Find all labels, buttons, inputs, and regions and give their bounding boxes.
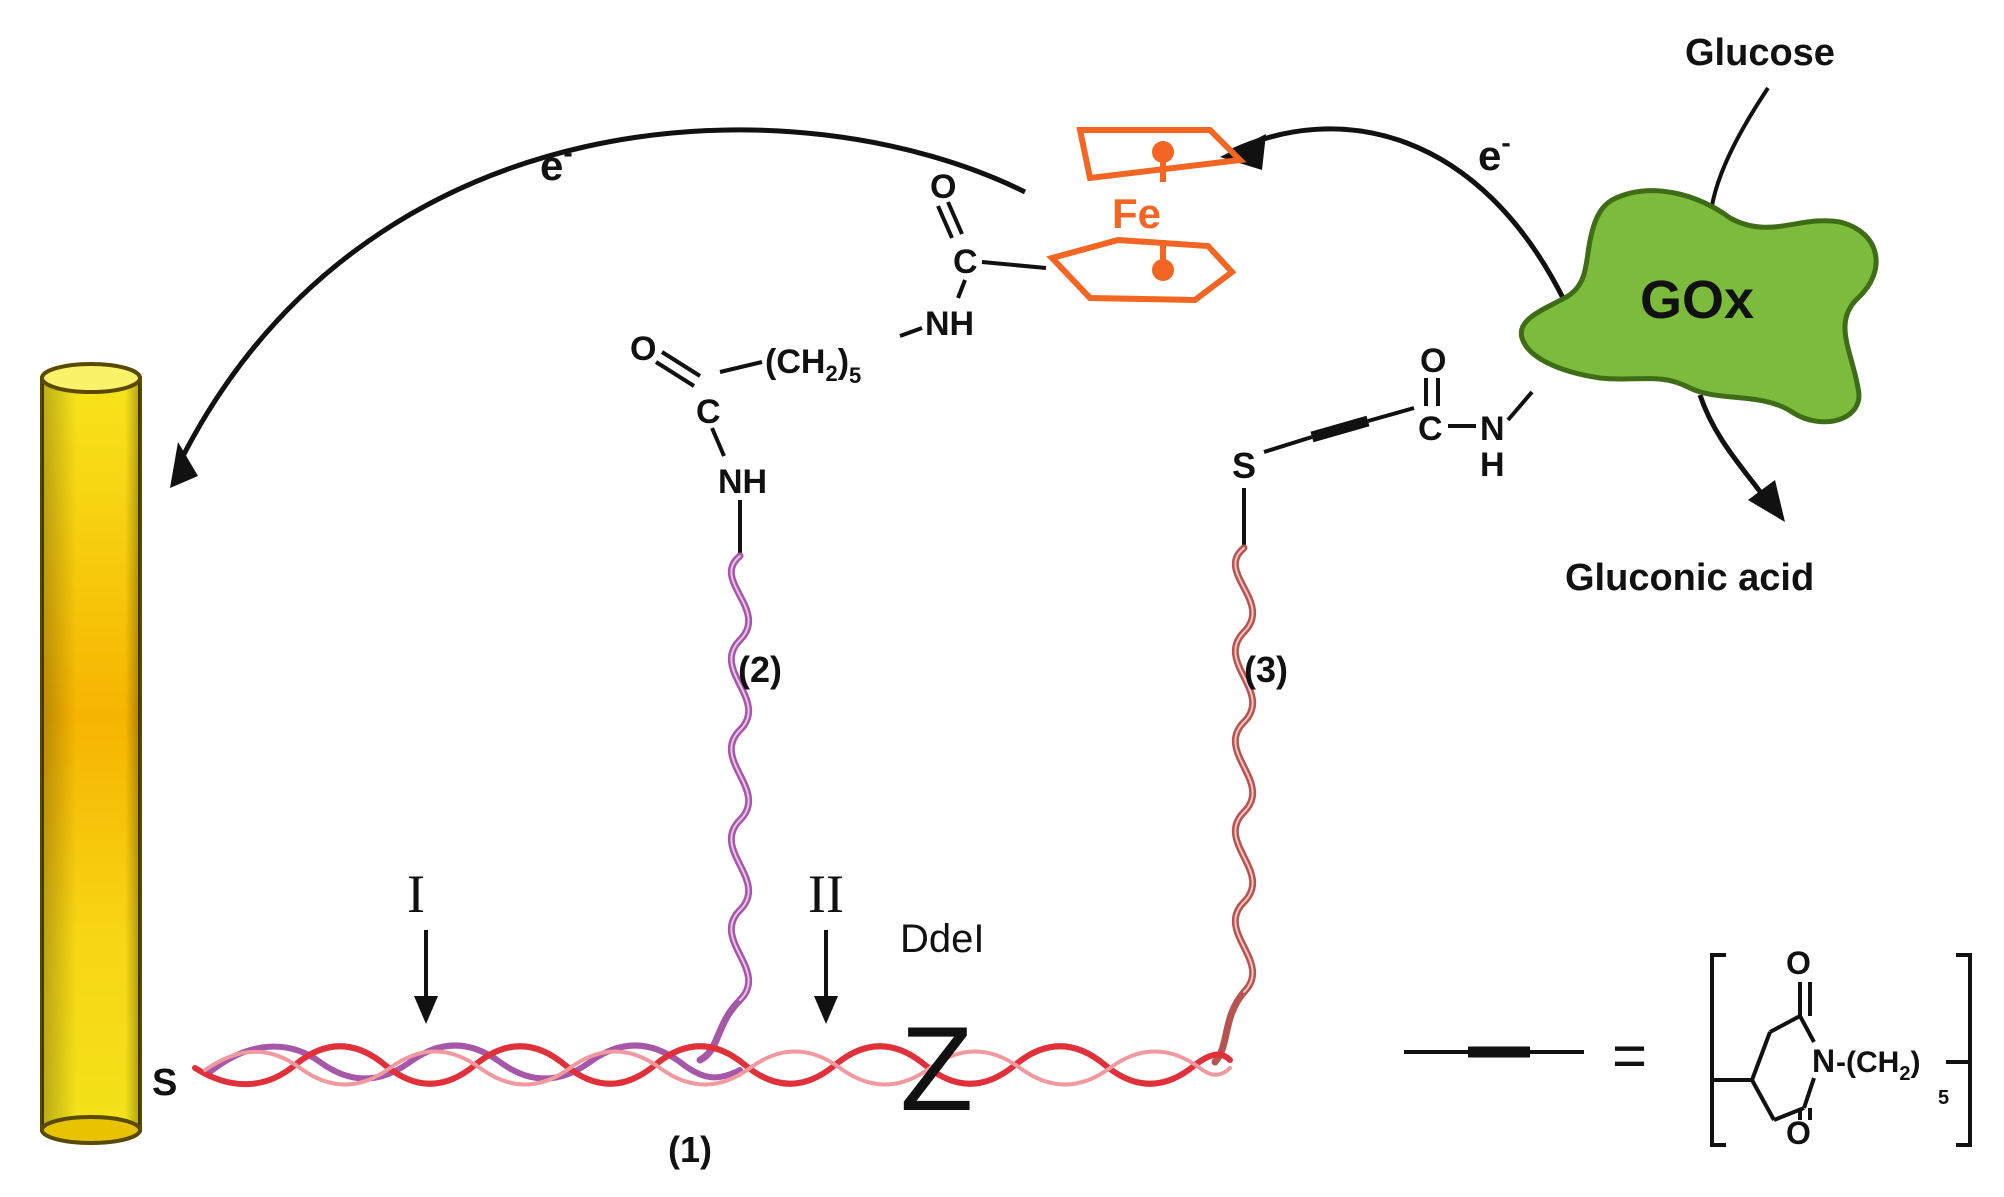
- svg-text:NH: NH: [718, 463, 767, 501]
- strand-2-label: (2): [738, 649, 782, 690]
- svg-text:II: II: [808, 864, 844, 924]
- ddei-cut-symbol: Z: [900, 1002, 973, 1136]
- electrode-sulfur-label: S: [152, 1062, 177, 1104]
- svg-text:H: H: [1480, 446, 1505, 484]
- linker-3-structure: S C O N H: [1232, 342, 1534, 548]
- svg-text:=: =: [1612, 1022, 1647, 1089]
- arrowhead-left: [170, 442, 198, 488]
- svg-text:O: O: [1786, 945, 1811, 981]
- glucose-line: [1708, 86, 1770, 223]
- product-arrow: [1697, 394, 1773, 507]
- svg-text:N: N: [1812, 1043, 1835, 1079]
- svg-text:O: O: [1420, 342, 1446, 380]
- gox-label: GOx: [1640, 270, 1754, 330]
- cleavage-site-2: II: [808, 864, 844, 1024]
- gold-electrode: [40, 362, 142, 1145]
- strand-3-label: (3): [1244, 649, 1288, 690]
- linker-legend: = O N O -(CH2) 5: [1404, 945, 1972, 1151]
- svg-text:-(CH2): -(CH2): [1836, 1046, 1920, 1085]
- electron-transfer-arrow-left: [172, 127, 1027, 474]
- electron-transfer-arrow-right: [1228, 126, 1568, 304]
- gox-enzyme-blob: [1518, 188, 1879, 425]
- arrowhead-right: [1220, 134, 1266, 170]
- dna-strand-2: [696, 552, 753, 1064]
- svg-text:N: N: [1480, 410, 1505, 448]
- iron-label: Fe: [1112, 190, 1161, 237]
- product-arrowhead: [1748, 480, 1785, 522]
- svg-text:I: I: [407, 864, 425, 924]
- svg-text:C: C: [696, 393, 721, 431]
- glucose-label: Glucose: [1685, 32, 1835, 74]
- electron-label-right: e-: [1478, 127, 1511, 179]
- linker-2-structure: O C NH (CH2)5 O C NH: [630, 168, 1047, 556]
- strand-1-label: (1): [668, 1129, 712, 1170]
- electron-label-left: e-: [540, 137, 573, 189]
- svg-text:S: S: [1232, 445, 1256, 486]
- svg-text:O: O: [1786, 1115, 1811, 1151]
- svg-text:NH: NH: [925, 305, 974, 343]
- cleavage-site-1: I: [407, 864, 438, 1024]
- svg-text:O: O: [630, 330, 656, 368]
- svg-text:C: C: [1418, 410, 1443, 448]
- dna-strand-1: [192, 1042, 1233, 1088]
- ferrocene: [1046, 127, 1247, 304]
- svg-text:O: O: [930, 168, 956, 206]
- dna-strand-3: [1211, 544, 1257, 1066]
- ddei-enzyme-label: DdeI: [900, 917, 985, 961]
- svg-text:(CH2)5: (CH2)5: [765, 343, 861, 388]
- svg-text:5: 5: [1938, 1087, 1949, 1109]
- svg-text:C: C: [953, 243, 978, 281]
- gluconic-acid-label: Gluconic acid: [1565, 557, 1814, 599]
